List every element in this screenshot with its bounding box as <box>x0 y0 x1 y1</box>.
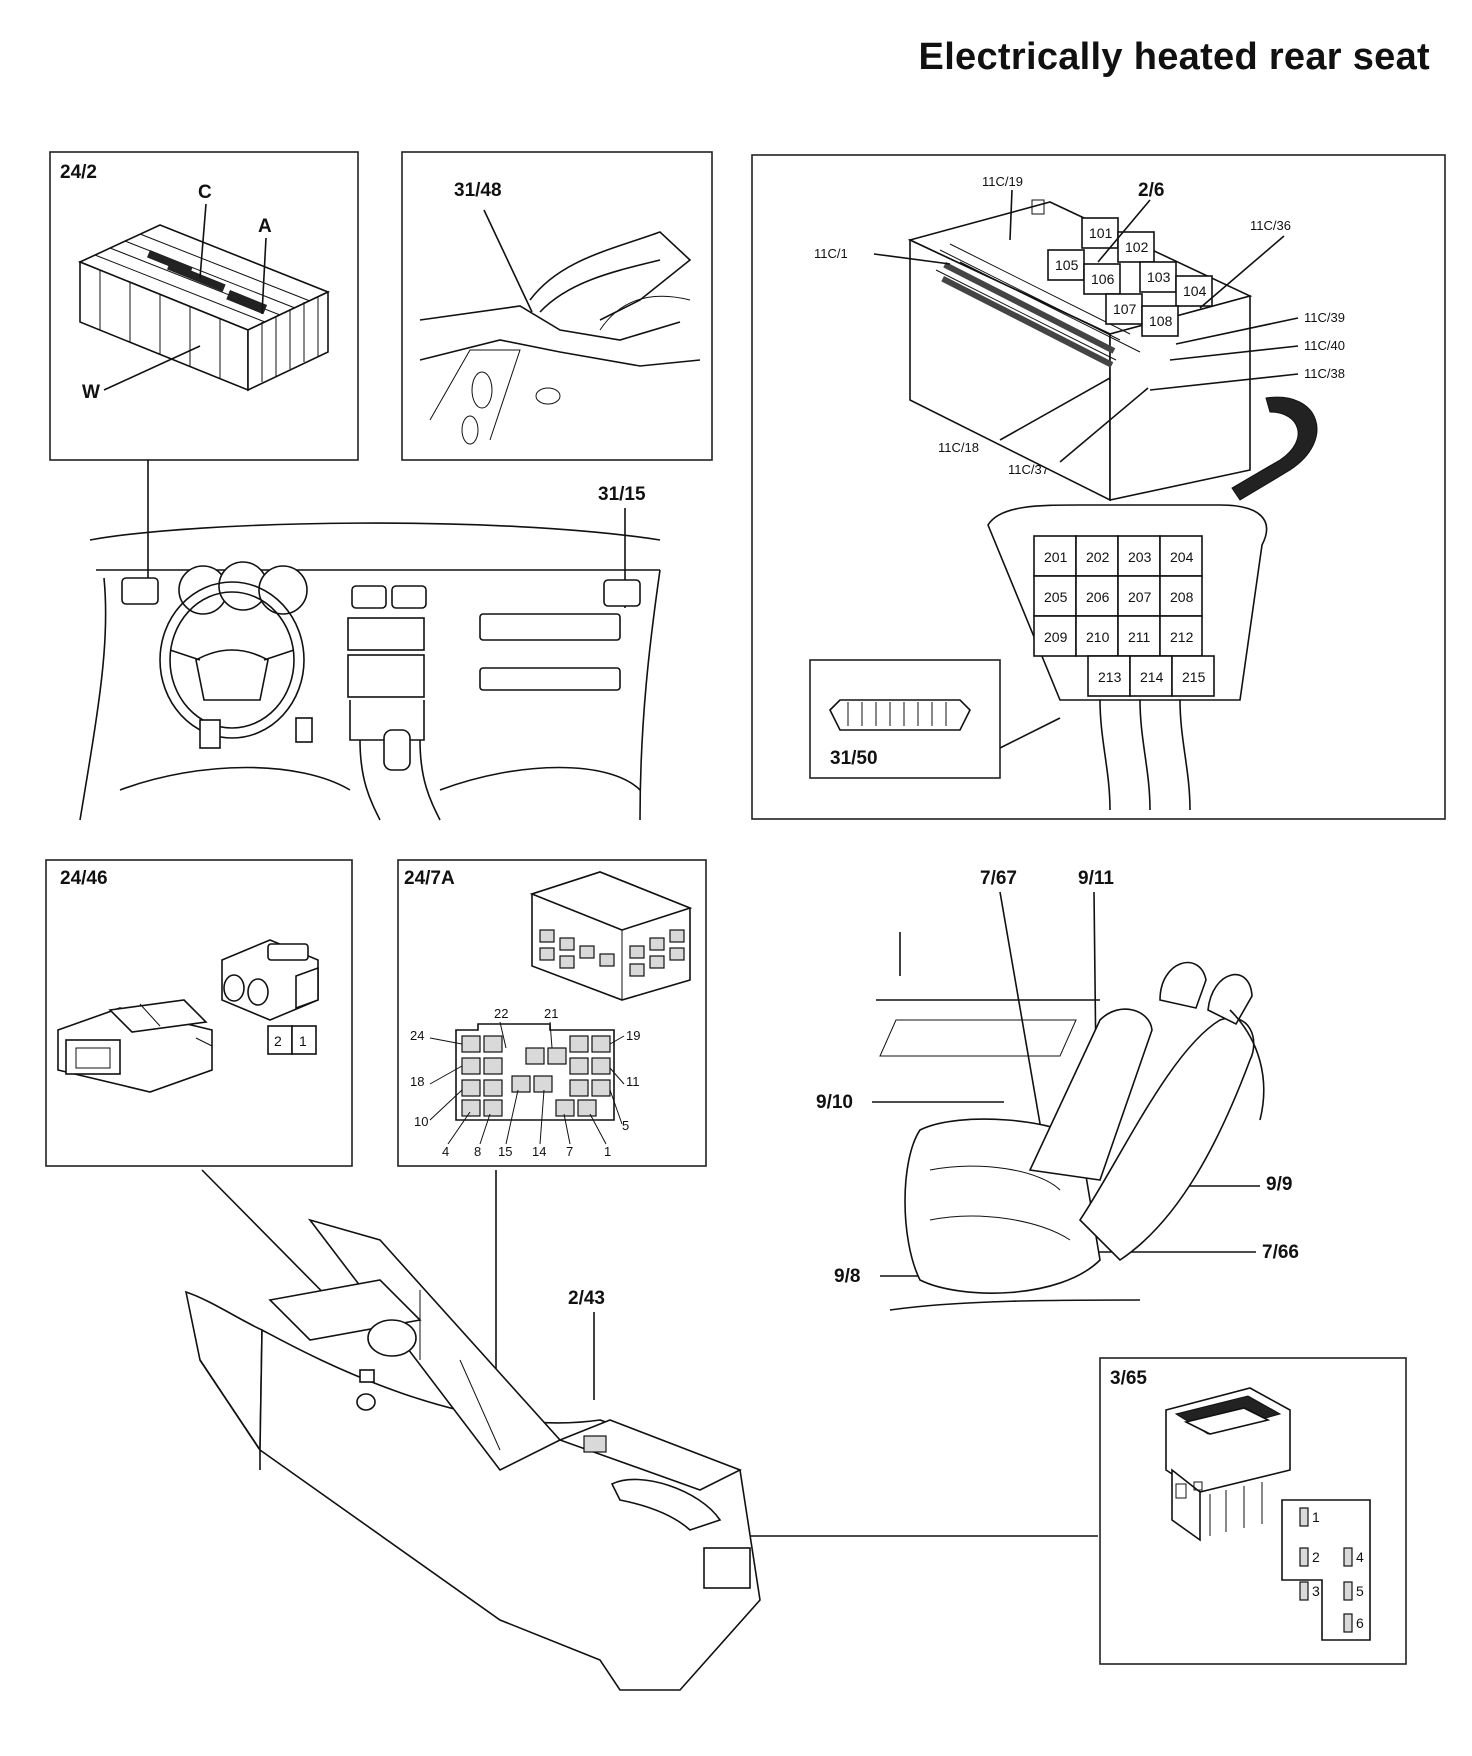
relay-214: 214 <box>1140 669 1164 685</box>
pin-8: 8 <box>474 1144 481 1159</box>
pin-15: 15 <box>498 1144 512 1159</box>
relay-102: 102 <box>1125 239 1149 255</box>
panel-24-46: 24/46 2 1 <box>45 859 353 1167</box>
seat-label-9-9: 9/9 <box>1266 1174 1292 1195</box>
pin-19: 19 <box>626 1028 640 1043</box>
panel-24-2-frame <box>49 151 359 461</box>
pin-24-46-1: 1 <box>299 1033 307 1049</box>
relay-103: 103 <box>1147 269 1171 285</box>
relay-106: 106 <box>1091 271 1115 287</box>
dashboard-view: 31/15 <box>79 460 661 821</box>
steering-wheel <box>159 581 305 739</box>
panel-24-46-frame <box>45 859 353 1167</box>
leader-11c-37: 11C/37 <box>1008 462 1049 477</box>
label-w: W <box>82 382 100 403</box>
pin-21: 21 <box>544 1006 558 1021</box>
switch-pin-5: 5 <box>1356 1583 1364 1599</box>
switch-pinout <box>1281 1499 1371 1641</box>
relay-101: 101 <box>1089 225 1113 241</box>
leader-11c-1: 11C/1 <box>814 246 848 261</box>
fusebox-side <box>247 290 329 392</box>
leader-11c-38: 11C/38 <box>1304 366 1345 381</box>
panel-24-2: 24/2 C A W <box>49 151 359 461</box>
switch-pin-6: 6 <box>1356 1615 1364 1631</box>
headrest-left <box>1159 961 1207 1009</box>
seat-label-9-8: 9/8 <box>834 1266 860 1287</box>
rotate-arrow-icon <box>1231 396 1318 501</box>
leader-11c-40: 11C/40 <box>1304 338 1345 353</box>
panel-24-46-label: 24/46 <box>60 868 108 889</box>
relay-215: 215 <box>1182 669 1206 685</box>
relay-205: 205 <box>1044 589 1068 605</box>
inset-31-50-frame <box>809 659 1001 779</box>
pin-10: 10 <box>414 1114 428 1129</box>
label-a: A <box>258 216 272 237</box>
rear-seat-view: 7/67 9/11 9/10 9/9 7/66 9/8 <box>816 868 1299 1311</box>
relay-108: 108 <box>1149 313 1173 329</box>
page-title: Electrically heated rear seat <box>918 36 1430 78</box>
pin-7: 7 <box>566 1144 573 1159</box>
switch-pin-2: 2 <box>1312 1549 1320 1565</box>
relay-107: 107 <box>1113 301 1137 317</box>
leader-11c-19: 11C/19 <box>982 174 1023 189</box>
panel-2-6-label: 2/6 <box>1138 180 1164 201</box>
backrest-left <box>1028 1008 1153 1181</box>
pin-14: 14 <box>532 1144 546 1159</box>
panel-3-65: 3/65 1 2 4 3 5 6 <box>1099 1357 1407 1665</box>
relay-203: 203 <box>1128 549 1152 565</box>
switch-pin-3: 3 <box>1312 1583 1320 1599</box>
pin-22: 22 <box>494 1006 508 1021</box>
panel-3-65-frame <box>1099 1357 1407 1665</box>
panel-31-48: 31/48 <box>401 151 713 461</box>
relay-104: 104 <box>1183 283 1207 299</box>
panel-24-7a: 24/7A 22 21 24 <box>397 859 707 1167</box>
panel-31-48-label: 31/48 <box>454 180 502 201</box>
pin-4: 4 <box>442 1144 449 1159</box>
label-c: C <box>198 182 212 203</box>
relay-grid <box>1033 535 1215 697</box>
relay-210: 210 <box>1086 629 1110 645</box>
dash-label-31-15: 31/15 <box>598 484 646 505</box>
pin-11: 11 <box>626 1074 640 1089</box>
panel-3-65-label: 3/65 <box>1110 1368 1147 1389</box>
console-label-2-43: 2/43 <box>568 1288 605 1309</box>
panel-24-7a-label: 24/7A <box>404 868 455 889</box>
seat-label-7-67: 7/67 <box>980 868 1017 889</box>
leader-11c-36: 11C/36 <box>1250 218 1291 233</box>
seat-label-9-11: 9/11 <box>1078 868 1114 889</box>
relay-212: 212 <box>1170 629 1194 645</box>
relay-206: 206 <box>1086 589 1110 605</box>
inset-31-50-label: 31/50 <box>830 748 878 769</box>
relay-208: 208 <box>1170 589 1194 605</box>
relay-105: 105 <box>1055 257 1079 273</box>
relay-207: 207 <box>1128 589 1152 605</box>
panel-24-7a-frame <box>397 859 707 1167</box>
relay-209: 209 <box>1044 629 1068 645</box>
center-console-view: 2/43 <box>184 1169 1098 1691</box>
leader-11c-39: 11C/39 <box>1304 310 1345 325</box>
pin-1: 1 <box>604 1144 611 1159</box>
relay-211: 211 <box>1128 629 1151 645</box>
panel-2-6: 11C/19 2/6 11C/36 11C/1 11C/39 11C/40 11… <box>751 154 1446 820</box>
relay-202: 202 <box>1086 549 1110 565</box>
leader-11c-18: 11C/18 <box>938 440 979 455</box>
switch-pin-1: 1 <box>1312 1509 1320 1525</box>
relay-213: 213 <box>1098 669 1122 685</box>
headrest-right <box>1207 973 1253 1026</box>
relay-201: 201 <box>1044 549 1068 565</box>
pin-24: 24 <box>410 1028 424 1043</box>
panel-24-2-label: 24/2 <box>60 162 97 183</box>
seat-label-7-66: 7/66 <box>1262 1242 1299 1263</box>
pin-24-46-2: 2 <box>274 1033 282 1049</box>
pin-5: 5 <box>622 1118 629 1133</box>
panel-31-48-frame <box>401 151 713 461</box>
seat-label-9-10: 9/10 <box>816 1092 853 1113</box>
backrest-right <box>1078 1017 1255 1262</box>
relay-204: 204 <box>1170 549 1194 565</box>
central-box-side <box>1109 294 1251 501</box>
switch-pin-4: 4 <box>1356 1549 1364 1565</box>
panel-2-6-frame <box>751 154 1446 820</box>
pin-18: 18 <box>410 1074 424 1089</box>
